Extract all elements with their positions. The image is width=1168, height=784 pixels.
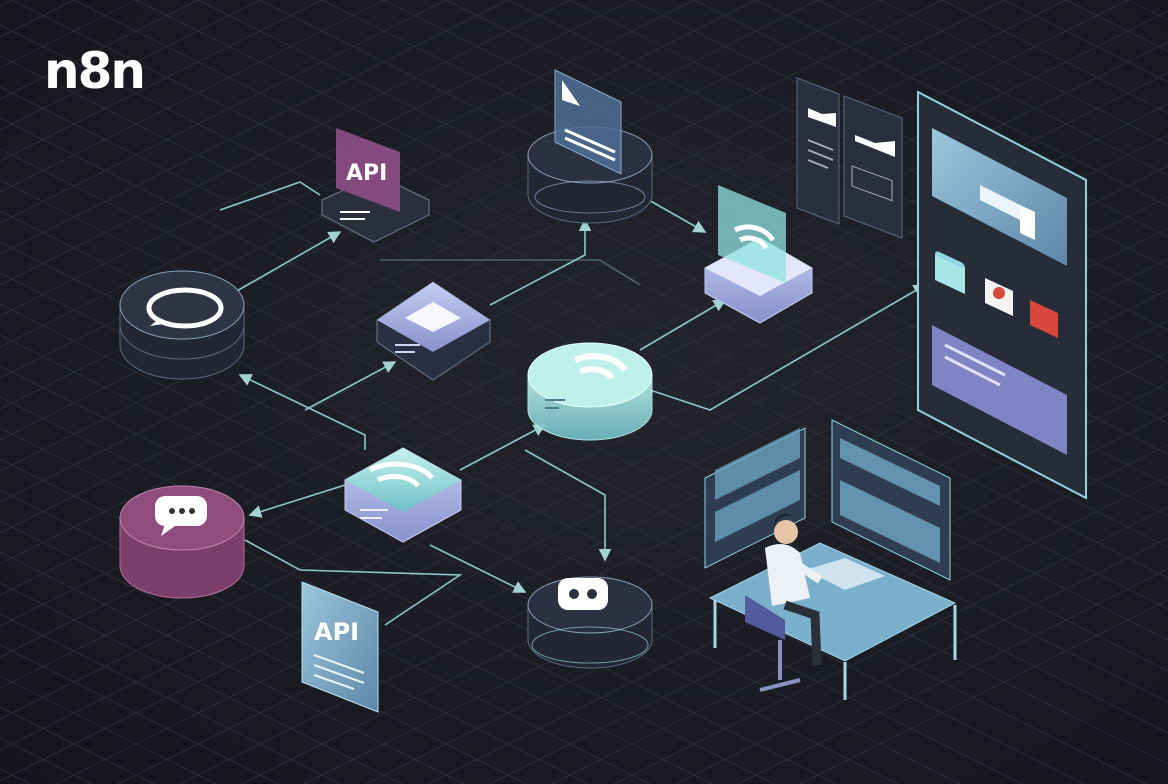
grid-line	[674, 537, 1168, 784]
grid-line	[0, 0, 1005, 503]
grid-line	[0, 0, 13, 7]
grid-line	[0, 0, 509, 255]
robot-icon	[558, 578, 608, 610]
connector	[649, 284, 927, 411]
connector	[524, 449, 612, 562]
api-label-top: API	[346, 161, 387, 186]
connector	[248, 484, 346, 518]
email-panels	[796, 77, 903, 239]
wifi-node-center[interactable]	[344, 447, 462, 543]
grid-line	[0, 0, 447, 224]
grid-line	[0, 644, 280, 784]
wifi-hub-node[interactable]	[527, 342, 653, 441]
connectors	[219, 181, 927, 626]
grid-line	[879, 0, 1168, 145]
mail-icon	[855, 135, 895, 157]
api-node-bottom[interactable]: API	[301, 581, 379, 713]
grid-line	[755, 0, 1168, 207]
grid-line	[11, 0, 1168, 579]
mail-icon	[808, 108, 836, 127]
connector	[489, 218, 592, 306]
api-label-bottom: API	[314, 618, 359, 646]
grid-line	[550, 475, 1168, 784]
mail-icon	[405, 302, 461, 332]
connector	[304, 361, 397, 411]
grid-line	[507, 0, 1168, 331]
grid-line	[488, 444, 1168, 784]
grid-line	[736, 568, 1168, 784]
grid-line	[0, 0, 757, 379]
dashboard-tablet	[917, 90, 1087, 500]
person-icon	[745, 513, 823, 692]
email-node[interactable]	[376, 281, 491, 381]
wifi-node-top[interactable]	[704, 185, 813, 324]
connector	[219, 181, 321, 211]
grid-line	[0, 0, 323, 162]
grid-line	[0, 520, 528, 784]
grid-line	[426, 413, 1168, 784]
chat-node[interactable]	[119, 270, 245, 380]
grid-line	[0, 0, 881, 441]
chat-bubble-icon	[146, 287, 224, 329]
connector	[234, 231, 342, 293]
grid-line	[0, 0, 137, 69]
grid-line	[0, 0, 75, 38]
connector	[238, 374, 366, 450]
grid-line	[445, 0, 1168, 362]
grid-line	[54, 227, 1168, 784]
grid-line	[0, 396, 776, 784]
grid-line	[0, 0, 571, 286]
grid-line	[383, 0, 1168, 393]
wifi-icon	[368, 461, 434, 488]
wifi-icon	[573, 353, 628, 380]
grid-line	[0, 334, 900, 784]
connector	[459, 424, 547, 471]
connector	[639, 299, 727, 351]
connector	[244, 539, 463, 626]
wifi-icon	[733, 224, 776, 250]
grid-line	[798, 599, 1168, 784]
n8n-logo: n8n	[44, 42, 146, 100]
message-icon	[155, 496, 207, 536]
workstation	[704, 419, 957, 700]
grid-line	[0, 0, 943, 472]
grid-line	[0, 0, 385, 193]
grid-line	[1127, 0, 1168, 21]
connector	[429, 544, 527, 593]
connector	[380, 259, 641, 286]
grid-line	[817, 0, 1168, 176]
grid-line	[0, 0, 695, 348]
bot-node[interactable]	[527, 576, 653, 669]
docs-node[interactable]	[527, 69, 653, 224]
api-node-top[interactable]: API	[321, 128, 430, 243]
grid-line	[612, 506, 1168, 784]
message-node[interactable]	[119, 485, 245, 599]
keyboard-icon	[805, 558, 885, 590]
grid-line	[0, 0, 633, 317]
